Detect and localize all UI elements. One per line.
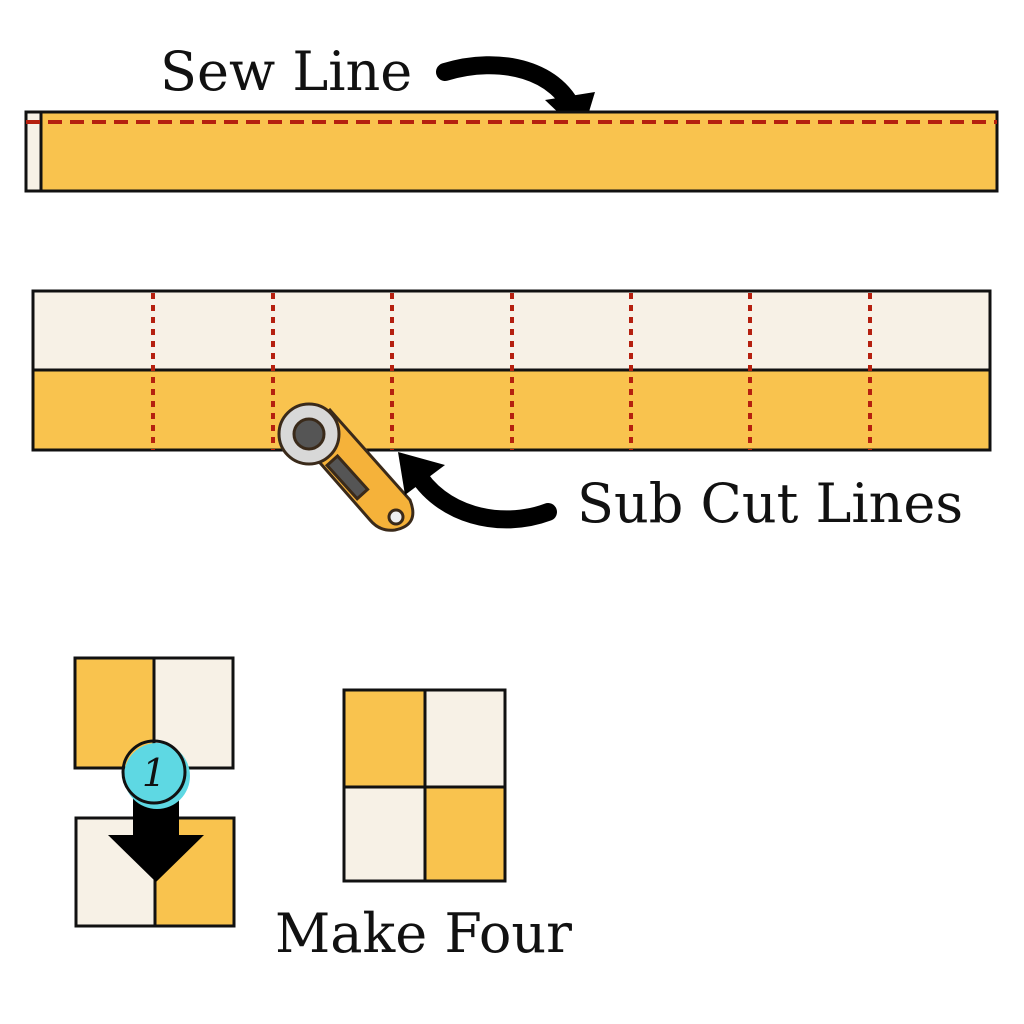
strip-set	[31, 289, 992, 452]
step-number: 1	[142, 751, 166, 795]
sub-cut-lines-label: Sub Cut Lines	[577, 472, 963, 535]
step-badge: 1	[121, 739, 190, 809]
four-patch-block	[342, 688, 507, 883]
sub-cut-arrow-icon	[398, 452, 557, 529]
sew-line-label: Sew Line	[160, 40, 412, 103]
sewn-strip	[24, 110, 999, 193]
make-four-label: Make Four	[275, 902, 572, 965]
rotary-cutter-icon	[277, 402, 415, 532]
